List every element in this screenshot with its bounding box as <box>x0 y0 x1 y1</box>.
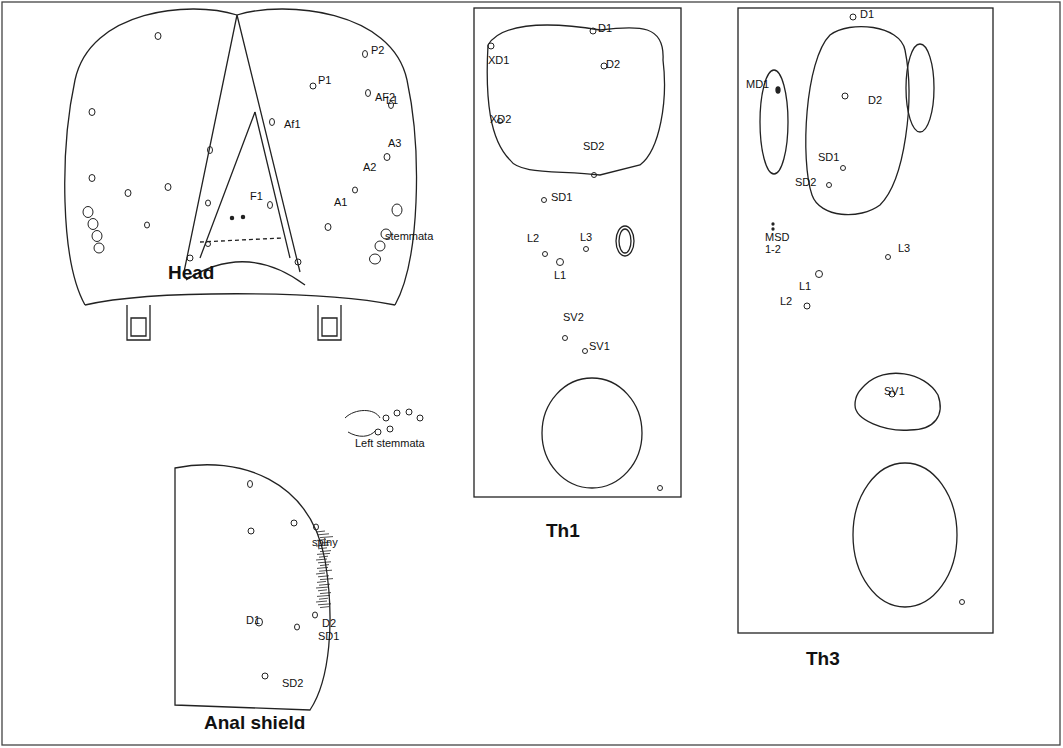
seta-label: A2 <box>363 161 376 173</box>
spine-stroke <box>319 570 332 571</box>
seta-label: L1 <box>386 94 398 106</box>
spine-stroke <box>316 559 327 560</box>
spine-stroke <box>317 595 330 596</box>
spine-stroke <box>318 534 329 535</box>
part-title: Head <box>168 262 214 284</box>
seta-label: SD2 <box>795 176 816 188</box>
seta-label: MSD 1-2 <box>765 231 793 255</box>
seta-label: D1 <box>598 22 612 34</box>
seta-label: D2 <box>322 617 336 629</box>
spine-stroke <box>319 584 330 585</box>
seta-label: stemmata <box>385 230 433 242</box>
seta-label: SD1 <box>551 191 572 203</box>
spine-stroke <box>318 590 327 591</box>
spine-stroke <box>316 531 325 532</box>
spine-stroke <box>320 565 329 566</box>
spine-stroke <box>320 551 331 552</box>
spine-stroke <box>320 607 329 608</box>
seta-label: A3 <box>388 137 401 149</box>
spine-stroke <box>318 604 331 605</box>
seta-label: L2 <box>527 232 539 244</box>
seta-label: SV2 <box>563 311 584 323</box>
spine-stroke <box>320 593 331 594</box>
spine-stroke <box>319 556 328 557</box>
seta-label: L2 <box>780 295 792 307</box>
seta-label: XD2 <box>490 113 511 125</box>
spine-stroke <box>317 553 330 554</box>
seta-label: D1 <box>246 614 260 626</box>
spine-stroke <box>317 581 326 582</box>
spine-stroke <box>316 601 327 602</box>
seta-label: L1 <box>799 280 811 292</box>
seta-label: Left stemmata <box>355 437 425 449</box>
seta-label: D1 <box>860 8 874 20</box>
spine-stroke <box>318 562 331 563</box>
seta-label: L3 <box>898 242 910 254</box>
spine-stroke <box>316 573 325 574</box>
part-title: Anal shield <box>204 712 305 734</box>
spine-stroke <box>317 567 328 568</box>
seta-label: SD1 <box>818 151 839 163</box>
seta-label: D2 <box>606 58 620 70</box>
seta-label: SD2 <box>282 677 303 689</box>
seta-label: P1 <box>318 74 331 86</box>
spine-stroke <box>318 576 329 577</box>
seta-label: SV1 <box>884 385 905 397</box>
spine-stroke <box>319 598 328 599</box>
seta-label: Af1 <box>284 118 301 130</box>
seta-label: spiny <box>312 536 338 548</box>
seta-label: SD1 <box>318 630 339 642</box>
seta-label: MD1 <box>746 78 769 90</box>
seta-label: A1 <box>334 196 347 208</box>
seta-label: SD2 <box>583 140 604 152</box>
seta-label: F1 <box>250 190 263 202</box>
spine-stroke <box>320 579 333 580</box>
part-title: Th3 <box>806 648 840 670</box>
seta-label: XD1 <box>488 54 509 66</box>
seta-label: SV1 <box>589 340 610 352</box>
part-title: Th1 <box>546 520 580 542</box>
seta-label: D2 <box>868 94 882 106</box>
seta-label: L3 <box>580 231 592 243</box>
seta-label: L1 <box>554 269 566 281</box>
seta-label: P2 <box>371 44 384 56</box>
spine-stroke <box>316 587 329 588</box>
